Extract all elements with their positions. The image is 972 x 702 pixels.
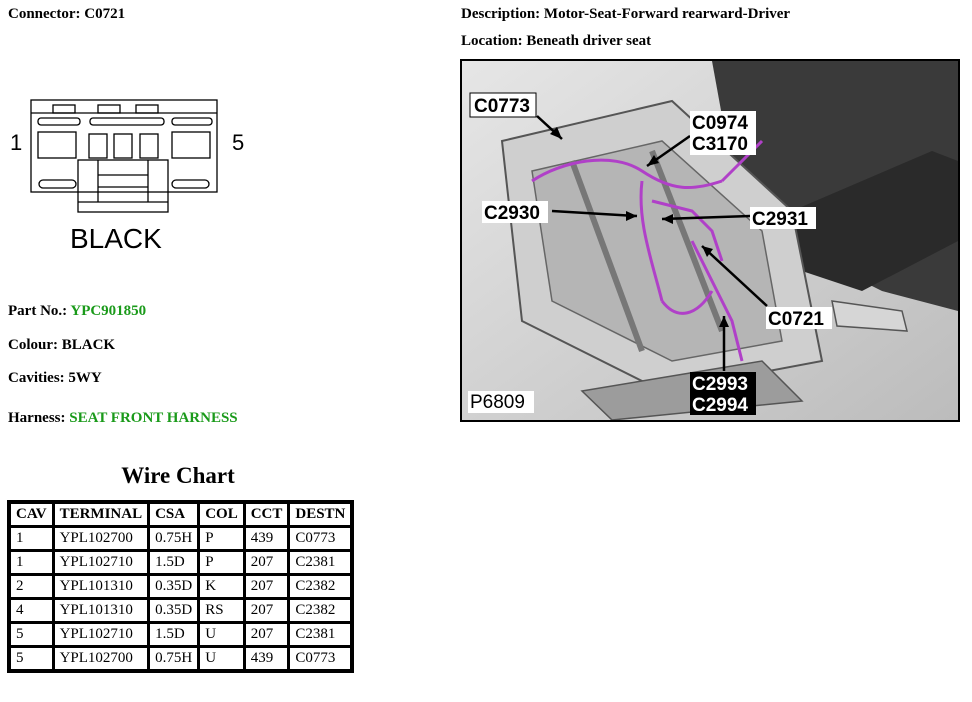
col-header-csa: CSA — [147, 501, 201, 528]
location-line: Location: Beneath driver seat — [461, 33, 651, 50]
description-value: Motor-Seat-Forward rearward-Driver — [543, 6, 791, 22]
part-number-label: Part No.: — [8, 303, 68, 319]
pin-5-label: 5 — [232, 130, 244, 155]
cell-terminal: YPL102710 — [51, 549, 151, 576]
cell-col: RS — [197, 597, 246, 624]
description-line: Description: Motor-Seat-Forward rearward… — [461, 6, 790, 23]
location-label: Location: — [461, 33, 523, 49]
callout-c2993: C2993 — [692, 374, 748, 395]
harness-value: SEAT FRONT HARNESS — [69, 410, 238, 426]
cell-cct: 207 — [242, 549, 291, 576]
description-label: Description: — [461, 6, 541, 22]
callout-c2994: C2994 — [692, 395, 748, 416]
wire-chart-header-row: CAV TERMINAL CSA COL CCT DESTN — [8, 501, 354, 528]
cell-terminal: YPL102710 — [51, 621, 151, 648]
harness-line: Harness: SEAT FRONT HARNESS — [8, 410, 238, 427]
cell-terminal: YPL102700 — [51, 645, 151, 672]
colour-caption: BLACK — [70, 223, 162, 254]
location-value: Beneath driver seat — [526, 33, 652, 49]
col-header-cct: CCT — [242, 501, 291, 528]
part-number-value: YPC901850 — [70, 303, 147, 319]
cell-col: P — [197, 549, 246, 576]
colour-line: Colour: BLACK — [8, 337, 115, 354]
harness-label: Harness: — [8, 410, 66, 426]
cell-terminal: YPL102700 — [51, 525, 151, 552]
cell-cav: 1 — [8, 549, 55, 576]
col-header-terminal: TERMINAL — [51, 501, 151, 528]
col-header-destn: DESTN — [287, 501, 354, 528]
cell-destn: C2381 — [287, 549, 354, 576]
cell-cct: 207 — [242, 573, 291, 600]
cell-destn: C2382 — [287, 597, 354, 624]
cell-cav: 2 — [8, 573, 55, 600]
cell-csa: 0.75H — [147, 525, 201, 552]
cell-destn: C2382 — [287, 573, 354, 600]
pin-1-label: 1 — [10, 130, 22, 155]
cell-col: P — [197, 525, 246, 552]
cell-csa: 0.35D — [147, 573, 201, 600]
callout-c0773: C0773 — [474, 96, 530, 117]
cell-cav: 4 — [8, 597, 55, 624]
connector-value: C0721 — [84, 6, 126, 22]
connector-face-drawing: 1 5 BLACK — [10, 99, 244, 254]
cell-cav: 5 — [8, 645, 55, 672]
connector-label: Connector: — [8, 6, 81, 22]
callout-c0721: C0721 — [768, 309, 824, 330]
figure-id: P6809 — [470, 392, 525, 413]
callout-c3170: C3170 — [692, 134, 748, 155]
seat-underside-drawing: C0773 C0974 C3170 C2930 C2931 C0721 C299… — [462, 61, 958, 420]
cavities-line: Cavities: 5WY — [8, 370, 102, 387]
cell-cct: 439 — [242, 645, 291, 672]
cell-cct: 207 — [242, 621, 291, 648]
part-number-line: Part No.: YPC901850 — [8, 303, 146, 320]
cell-cav: 5 — [8, 621, 55, 648]
cell-terminal: YPL101310 — [51, 597, 151, 624]
callout-c2931: C2931 — [752, 209, 808, 230]
cell-col: U — [197, 621, 246, 648]
cell-cav: 1 — [8, 525, 55, 552]
cell-destn: C0773 — [287, 525, 354, 552]
cavities-value: 5WY — [68, 370, 102, 386]
wire-chart-title: Wire Chart — [121, 463, 235, 488]
cell-csa: 0.35D — [147, 597, 201, 624]
cavities-label: Cavities: — [8, 370, 65, 386]
cell-col: K — [197, 573, 246, 600]
callout-c0974: C0974 — [692, 113, 748, 134]
cell-cct: 439 — [242, 525, 291, 552]
callout-c2930: C2930 — [484, 203, 540, 224]
connector-line: Connector: C0721 — [8, 6, 125, 23]
cell-csa: 1.5D — [147, 549, 201, 576]
cell-cct: 207 — [242, 597, 291, 624]
location-illustration: C0773 C0974 C3170 C2930 C2931 C0721 C299… — [460, 59, 960, 422]
cell-destn: C2381 — [287, 621, 354, 648]
col-header-col: COL — [197, 501, 246, 528]
cell-col: U — [197, 645, 246, 672]
cell-destn: C0773 — [287, 645, 354, 672]
col-header-cav: CAV — [8, 501, 55, 528]
cell-terminal: YPL101310 — [51, 573, 151, 600]
colour-label: Colour: — [8, 337, 58, 353]
cell-csa: 0.75H — [147, 645, 201, 672]
colour-value: BLACK — [61, 337, 116, 353]
cell-csa: 1.5D — [147, 621, 201, 648]
